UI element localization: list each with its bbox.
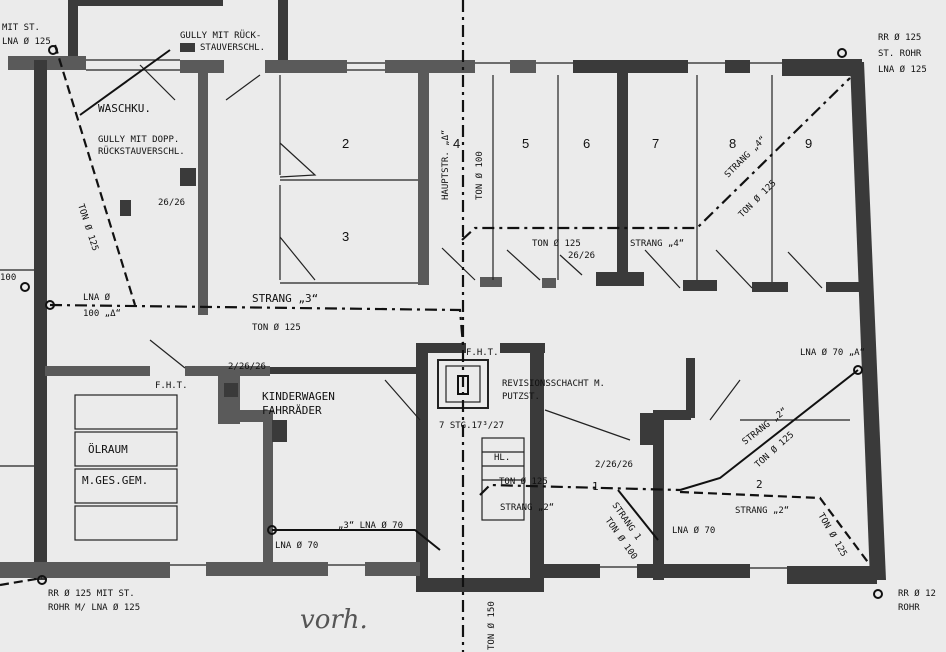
note: 1 (592, 480, 599, 493)
note: RÜCKSTAUVERSCHL. (98, 146, 185, 157)
partitions (0, 64, 850, 541)
note: 100 (0, 273, 16, 283)
room-bikes-label: FAHRRÄDER (262, 404, 322, 417)
note: 2/26/26 (228, 362, 266, 372)
note: TON Ø 150 (486, 601, 497, 650)
note: STRANG „4“ (630, 239, 684, 249)
note: TON Ø 125 (75, 203, 101, 253)
note: MIT ST. (2, 23, 40, 33)
note: „3“ LNA Ø 70 (338, 520, 403, 531)
note: LNA Ø 70 (275, 540, 318, 551)
gully-icon (120, 200, 131, 216)
room-oil: ÖLRAUM (88, 443, 128, 456)
note: GULLY MIT RÜCK- (180, 30, 261, 41)
note: F.H.T. (155, 381, 188, 391)
chimney-icon (274, 422, 286, 436)
cellar-number: 5 (522, 136, 529, 151)
note: 100 „Δ“ (83, 309, 121, 319)
note: LNA Ø 125 (2, 36, 51, 47)
walls (0, 56, 886, 592)
note: ROHR M/ LNA Ø 125 (48, 602, 140, 613)
note: LNA Ø 70 „A“ (800, 347, 865, 358)
note: 2/26/26 (595, 460, 633, 470)
note: TON Ø 125 (815, 511, 849, 559)
cellar-number: 3 (342, 229, 349, 244)
room-laundry: WASCHKU. (98, 102, 151, 115)
note: F.H.T. (466, 348, 499, 358)
cellar-number: 7 (652, 136, 659, 151)
note: TON Ø 125 (499, 476, 548, 487)
note: STRANG „2“ (500, 503, 554, 513)
note: LNA Ø 125 (878, 64, 927, 75)
note: STAUVERSCHL. (200, 43, 265, 53)
note: 26/26 (158, 198, 185, 208)
fixtures (120, 43, 654, 445)
cellar-number: 2 (342, 136, 349, 151)
note: LNA Ø 70 (672, 525, 715, 536)
note: TON Ø 125 (252, 322, 301, 333)
gully-icon (180, 43, 195, 52)
drain-lines (0, 0, 883, 652)
note: HL. (494, 453, 510, 463)
note: STRANG „2“ (735, 506, 789, 516)
cellar-number: 4 (453, 136, 460, 151)
note: TON Ø 125 (532, 238, 581, 249)
note: PUTZST. (502, 392, 540, 402)
cellar-number: 9 (805, 136, 812, 151)
note: RR Ø 125 MIT ST. (48, 588, 135, 599)
note: STRANG „3“ (252, 292, 318, 305)
chimney-icon (180, 168, 196, 186)
chimney-icon (640, 413, 654, 445)
note: RR Ø 125 (878, 32, 921, 43)
note: 2 (756, 478, 763, 491)
room-oil-sub: M.GES.GEM. (82, 474, 148, 487)
note: 7 STG.17³/27 (439, 421, 504, 431)
note: LNA Ø (83, 292, 111, 303)
note: REVISIONSSCHACHT M. (502, 379, 605, 389)
note: TON Ø 100 (474, 151, 485, 200)
labels: WASCHKU. KINDERWAGEN FAHRRÄDER ÖLRAUM M.… (0, 23, 936, 650)
upper-walls (68, 0, 288, 60)
room-pram-label: KINDERWAGEN (262, 390, 335, 403)
handwritten-note: vorh. (300, 605, 368, 635)
note: ROHR (898, 603, 920, 613)
note: RR Ø 12 (898, 588, 936, 599)
chimney-icon (224, 383, 238, 397)
cellar-number: 6 (583, 136, 590, 151)
note: 26/26 (568, 251, 595, 261)
note: GULLY MIT DOPP. (98, 135, 179, 145)
note: HAUPTSTR. „Δ“ (441, 130, 451, 200)
cellar-number: 8 (729, 136, 736, 151)
note: ST. ROHR (878, 49, 922, 59)
